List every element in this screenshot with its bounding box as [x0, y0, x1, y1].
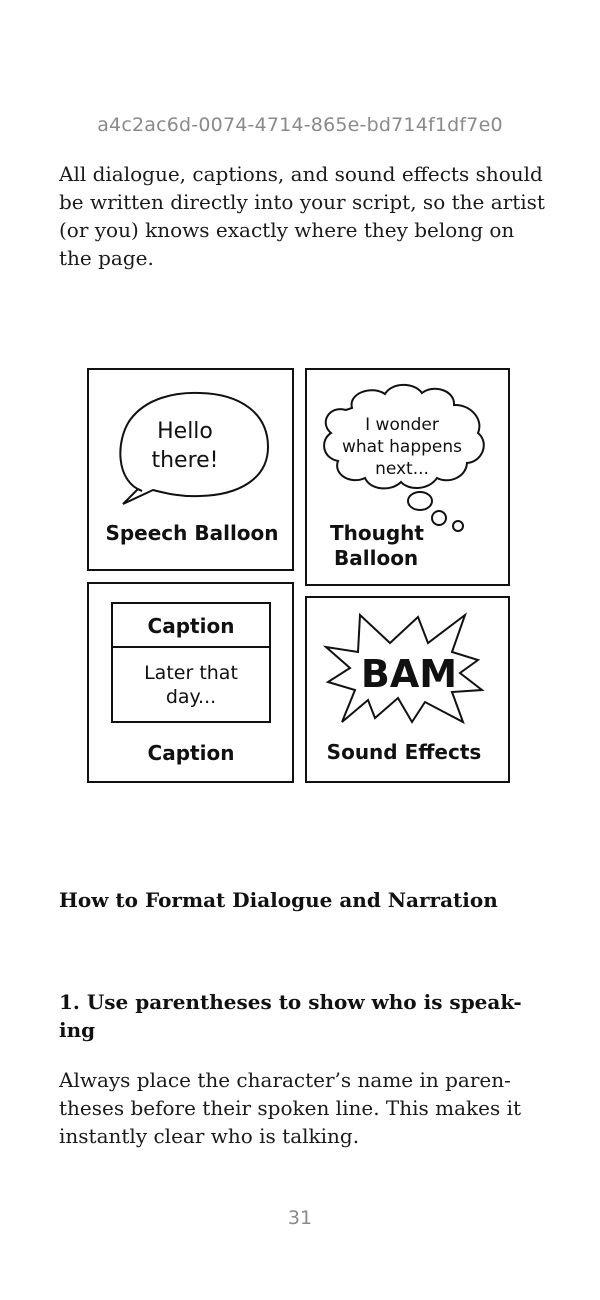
caption-panel: Caption Later that day... Caption	[87, 582, 294, 783]
paragraph-2: Always place the character’s name in par…	[59, 1066, 545, 1150]
subheading: 1. Use parentheses to show who is speak-…	[59, 988, 545, 1044]
paragraph-2-line3: instantly clear who is talking.	[59, 1124, 360, 1148]
thought-balloon-label-line1: Thought	[330, 521, 424, 545]
sound-effect-burst	[322, 612, 485, 725]
sound-effect-word: BAM	[361, 652, 457, 696]
caption-label: Caption	[148, 741, 235, 765]
thought-bubble-large	[407, 491, 433, 511]
thought-balloon-cloud	[323, 383, 485, 490]
speech-balloon-panel: Hello there! Speech Balloon	[87, 368, 294, 571]
caption-box-title: Caption	[148, 614, 235, 638]
thought-balloon-text-line2: what happens	[342, 437, 462, 457]
subheading-line1: 1. Use parentheses to show who is speak-	[59, 990, 522, 1014]
caption-box	[111, 602, 271, 723]
speech-balloon-label: Speech Balloon	[105, 521, 278, 545]
thought-balloon-panel: I wonder what happens next... Thought Ba…	[305, 368, 510, 586]
caption-box-text-line2: day...	[166, 686, 216, 708]
section-heading: How to Format Dialogue and Narration	[59, 888, 498, 912]
subheading-line2: ing	[59, 1018, 96, 1042]
page-number: 31	[287, 1207, 313, 1229]
speech-balloon-text-line2: there!	[151, 448, 218, 473]
caption-box-text-line1: Later that	[144, 662, 238, 684]
thought-bubble-medium	[431, 510, 447, 526]
intro-paragraph: All dialogue, captions, and sound effect…	[59, 162, 545, 270]
paragraph-2-line2: theses before their spoken line. This ma…	[59, 1096, 522, 1120]
sound-effects-panel: BAM Sound Effects	[305, 596, 510, 783]
document-id: a4c2ac6d-0074-4714-865e-bd714f1df7e0	[97, 114, 503, 136]
thought-balloon-label-line2: Balloon	[334, 546, 418, 570]
thought-balloon-text-line1: I wonder	[365, 415, 439, 435]
paragraph-2-line1: Always place the character’s name in par…	[59, 1068, 511, 1092]
sound-effects-label: Sound Effects	[327, 740, 482, 764]
speech-balloon-text-line1: Hello	[157, 419, 213, 444]
thought-balloon-text-line3: next...	[375, 459, 429, 479]
speech-balloon-shape	[119, 391, 270, 505]
thought-bubble-small	[452, 520, 464, 532]
